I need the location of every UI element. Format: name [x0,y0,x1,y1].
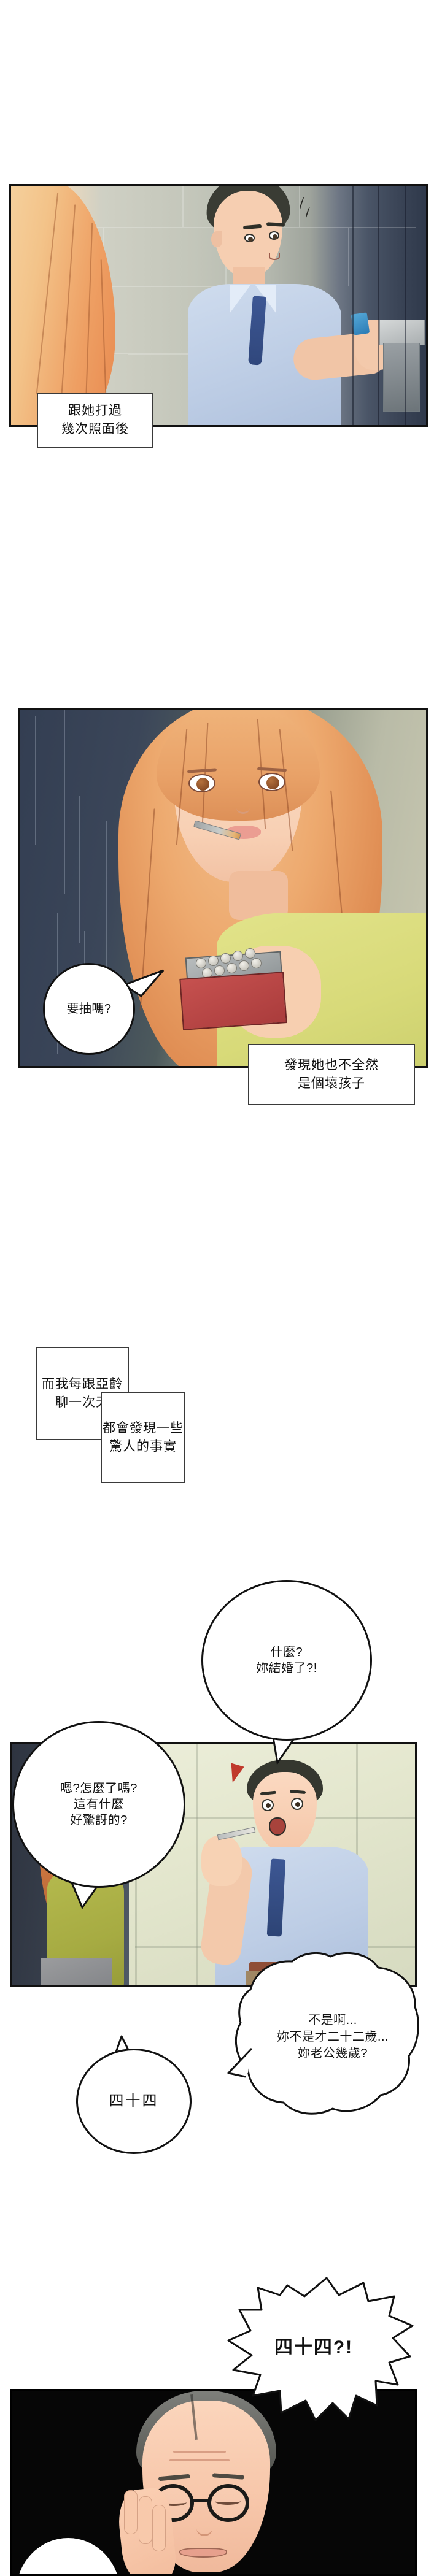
man-mouth [269,253,280,260]
forehead-wrinkle [169,2459,230,2461]
man-head [253,1772,317,1850]
man-open-mouth [269,1817,286,1836]
cigarette-stick [220,953,231,964]
forehead-wrinkle [173,2451,226,2453]
woman-nose [236,802,250,814]
cigarette-stick [214,965,225,976]
blue-lighter [351,312,370,335]
finger [152,2505,166,2551]
woman-neck [229,871,288,920]
old-man-mouth [179,2548,227,2558]
narration-caption-1: 跟她打過 幾次照面後 [37,393,153,448]
wall-tile [103,228,226,286]
old-man-closed-eye [161,2499,187,2506]
rain-streak [35,716,36,845]
narration-caption-3b: 都會發現一些 驚人的事實 [101,1392,185,1483]
narration-caption-2: 發現她也不全然 是個壞孩子 [248,1044,415,1105]
spiky-balloon-shape [227,2277,414,2421]
finger [139,2496,152,2544]
cigarette-stick [227,963,237,973]
old-man-nose [196,2521,212,2536]
woman-eye [188,774,215,792]
hallway-metal-box [379,320,425,345]
balloon-tail-offer-cigarette [123,969,165,997]
man-eye [269,231,279,240]
red-cigarette-pack [179,972,287,1030]
wall-tile [300,186,416,228]
rain-streak [106,821,107,1005]
finger [124,2490,138,2534]
speech-balloon-forty-four-shout: 四十四?! [212,2269,415,2421]
cigarette-stick [251,958,262,968]
cigarette-stick [208,956,219,966]
glass-frame-line [196,1744,198,1985]
speech-balloon-whats-surprising: 嗯?怎麼了嗎? 這有什麼 好驚訝的? [12,1721,185,1888]
woman-eye [258,773,285,791]
man-eye [262,1799,274,1811]
balloon-text: 四十四 [109,2093,159,2110]
rain-streak [64,710,65,894]
balloon-text: 要抽嗎? [66,1002,112,1016]
door-edge-line [378,186,379,425]
speech-balloon-what-married: 什麼? 妳結婚了?! [201,1580,372,1741]
speech-balloon-offer-cigarette: 要抽嗎? [43,963,135,1055]
cigarette-stick [196,958,206,968]
old-man-closed-eye [215,2497,241,2505]
man-eye [244,234,255,242]
glasses-bridge [193,2499,209,2502]
woman-skirt [41,1958,112,1985]
cigarette-stick [233,951,243,961]
comic-panel-5 [10,2389,417,2576]
cigarette-stick [245,948,255,959]
cigarette-stick [239,960,249,971]
man-hand-holding-cigarette [201,1836,242,1886]
balloon-text: 嗯?怎麼了嗎? 這有什麼 好驚訝的? [60,1782,138,1827]
hallway-metal-panel [383,343,420,412]
man-eye [291,1798,303,1810]
door-edge-line [352,186,354,425]
door-edge-line [405,186,406,425]
man-ear [211,231,222,247]
balloon-text: 什麼? 妳結婚了?! [256,1646,317,1675]
speech-balloon-forty-four: 四十四 [76,2049,192,2154]
speech-balloon-husband-age-question: 不是啊... 妳不是才二十二歲... 妳老公幾歲? [227,1950,422,2123]
cloud-balloon-shape [227,1952,419,2115]
rain-streak [79,796,80,943]
shirt-collar-left [230,285,250,313]
comic-panel-1 [9,184,428,427]
